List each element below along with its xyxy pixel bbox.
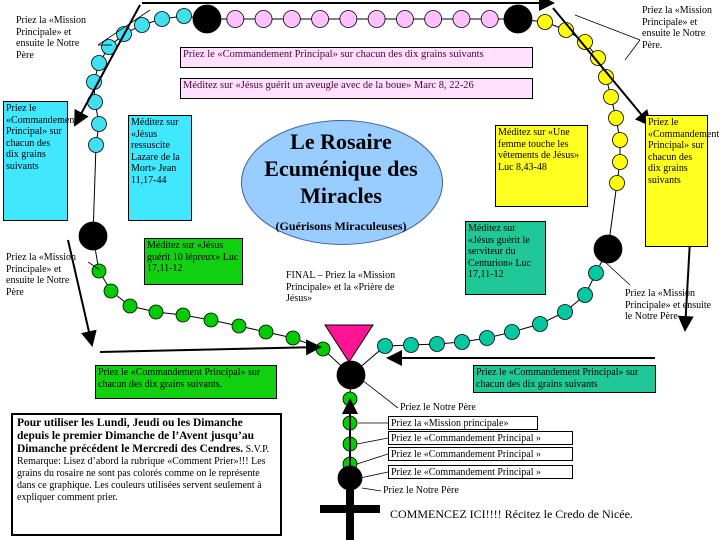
cyan-bead-9 [91, 116, 107, 132]
cyan-bead-6 [91, 55, 107, 71]
yellow-command-box: Priez le «Commandement Principal» sur ch… [645, 115, 719, 247]
green-command-box: Priez le «Commandement Principal» sur ch… [95, 365, 277, 399]
top-instruction: Priez le «Commandement Principal» sur ch… [180, 47, 533, 68]
black-bead-top-left [192, 4, 222, 34]
subtitle: (Guérisons Miraculeuses) [275, 219, 407, 233]
yellow-bead-5 [598, 69, 614, 85]
green-meditation-box: Méditez sur «Jésus guérit 10 lépreux» Lu… [144, 238, 243, 285]
teal-bead-8 [429, 336, 445, 352]
usage-note-bold: Pour utiliser les Lundi, Jeudi ou les Di… [17, 417, 255, 455]
label-right-pray: Priez la «Mission Principale» et ensuite… [625, 288, 712, 322]
green-bead-6 [203, 312, 219, 328]
pink-bead-10 [480, 10, 499, 28]
yellow-bead-4 [590, 50, 606, 66]
pink-bead-3 [282, 10, 301, 28]
title-ellipse [241, 120, 443, 245]
teal-bead-2 [577, 287, 593, 303]
green-bead-2 [103, 283, 119, 299]
yellow-bead-1 [537, 14, 553, 30]
pendant-command-3: Priez le «Commandement Principal » [388, 465, 573, 479]
yellow-bead-9 [612, 154, 628, 170]
green-bead-5 [175, 307, 191, 323]
yellow-bead-8 [612, 132, 628, 148]
teal-bead-5 [504, 324, 520, 340]
label-final: FINAL – Priez la «Mission Principale» et… [286, 270, 396, 304]
usage-note: Pour utiliser les Lundi, Jeudi ou les Di… [11, 413, 282, 536]
pendant-notre-pere-2: Priez le Notre Père [381, 484, 481, 498]
left-arrow [67, 239, 97, 347]
cyan-bead-3 [134, 17, 150, 33]
cyan-meditation-box: Méditez sur «Jésus ressuscite Lazare de … [128, 115, 192, 221]
teal-bead-4 [532, 316, 548, 332]
pendant-command-1: Priez le «Commandement Principal » [388, 431, 573, 445]
label-top-right-pray: Priez la «Mission Principale» et ensuite… [642, 5, 712, 51]
label-top-left-pray: Priez la «Mission Principale» et ensuite… [16, 15, 86, 61]
label-left-pray: Priez la «Mission Principale» et ensuite… [6, 252, 76, 298]
black-bead-center [336, 360, 366, 390]
pink-bead-1 [226, 10, 245, 28]
green-bead-4 [148, 304, 164, 320]
teal-bead-7 [454, 334, 470, 350]
green-bead-1 [91, 263, 107, 279]
usage-note-rest: S.V.P. Remarque: Lisez d’abord la rubriq… [17, 444, 270, 503]
teal-bead-10 [377, 338, 393, 354]
green-bead-10 [315, 341, 331, 357]
top-meditation: Méditez sur «Jésus guérit un aveugle ave… [180, 78, 533, 99]
cyan-bead-10 [88, 137, 104, 153]
yellow-meditation-box: Méditez sur «Une femme touche les vêteme… [495, 125, 588, 207]
cross [320, 490, 380, 540]
yellow-bead-10 [609, 175, 625, 191]
left-top-arrow [74, 4, 141, 127]
pink-bead-6 [367, 10, 386, 28]
yellow-bead-7 [608, 110, 624, 126]
bottom-left-arrow [99, 339, 322, 356]
teal-meditation-box: Méditez sur «Jésus guérit le serviteur d… [465, 221, 546, 295]
teal-bead-1 [588, 265, 604, 281]
pink-bead-4 [311, 10, 329, 28]
pink-bead-8 [424, 10, 443, 28]
green-bead-8 [258, 324, 274, 340]
cyan-bead-2 [154, 11, 170, 27]
teal-bead-6 [479, 330, 495, 346]
teal-bead-9 [403, 337, 419, 353]
green-bead-3 [122, 298, 138, 314]
black-bead-right [593, 234, 623, 264]
pendant-command-2: Priez le «Commandement Principal » [388, 447, 573, 461]
green-bead-7 [231, 318, 247, 334]
right-top-arrow [552, 7, 652, 127]
teal-bead-3 [557, 304, 573, 320]
pink-bead-7 [396, 10, 414, 28]
yellow-bead-3 [577, 34, 593, 50]
start-instruction: COMMENCEZ ICI!!!! Récitez le Credo de Ni… [390, 507, 633, 521]
green-bead-9 [285, 330, 301, 346]
pendant-notre-pere-1: Priez le Notre Père [398, 401, 496, 415]
pink-bead-5 [339, 10, 358, 28]
teal-command-box: Priez le «Commandement Principal» sur ch… [473, 365, 656, 393]
black-bead-top-right [503, 4, 533, 34]
yellow-bead-6 [603, 89, 619, 105]
pink-bead-9 [452, 10, 471, 28]
center-triangle [324, 324, 374, 363]
title: Le Rosaire Ecuménique des Miracles [264, 129, 418, 208]
cyan-bead-1 [176, 8, 192, 24]
pink-bead-2 [254, 10, 273, 28]
right-arrow [677, 239, 694, 332]
pendant-mission: Priez la «Mission principale» [388, 416, 538, 430]
black-bead-left [78, 221, 108, 251]
cyan-command-box: Priez le «Commandement Principal» sur ch… [3, 101, 77, 221]
